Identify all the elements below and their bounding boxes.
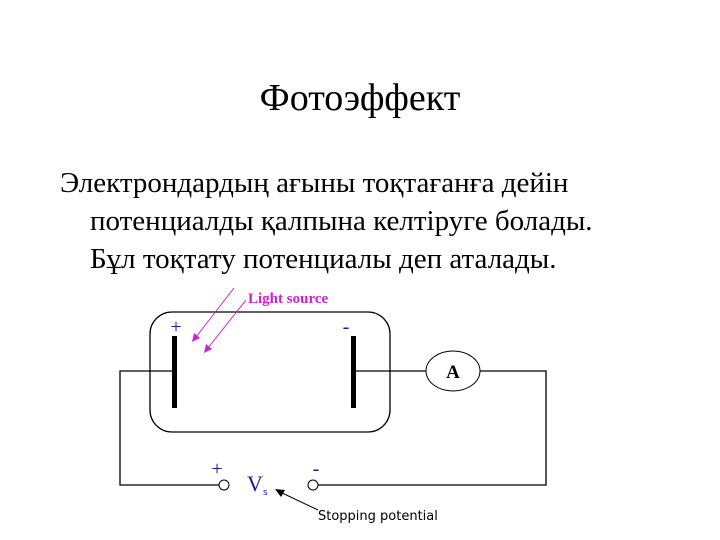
light-ray-2	[207, 299, 247, 349]
body-line-1: Электрондардың ағыны тоқтағанға дейін	[60, 167, 569, 199]
voltage-subscript: s	[263, 488, 268, 498]
positive-terminal-icon	[218, 479, 230, 491]
cathode-plate	[351, 336, 356, 408]
source-plus-sign: +	[211, 458, 222, 480]
light-source-label: Light source	[248, 291, 328, 307]
right-wire	[317, 370, 547, 486]
ammeter-label: A	[446, 362, 460, 383]
slide-body: Электрондардың ағыны тоқтағанға дейін по…	[60, 164, 700, 278]
left-wire	[119, 370, 220, 486]
stopping-potential-label: Stopping potential	[318, 509, 438, 524]
light-arrowhead-icon	[192, 333, 200, 342]
anode-plate	[172, 336, 177, 408]
body-line-2: потенциалды қалпына келтіруге болады.	[90, 205, 593, 237]
slide-title: Фотоэффект	[259, 77, 461, 119]
anode-plus-sign: +	[170, 316, 181, 338]
body-line-3: Бұл тоқтату потенциалы деп аталады.	[90, 243, 557, 275]
vacuum-tube	[149, 311, 391, 433]
ammeter-icon	[425, 350, 481, 392]
source-minus-sign: -	[313, 458, 320, 480]
light-ray-1	[195, 287, 235, 338]
negative-terminal-icon	[307, 479, 319, 491]
arrowhead-icon	[275, 489, 285, 497]
cathode-minus-sign: -	[343, 316, 350, 338]
voltage-symbol: V	[247, 471, 263, 496]
light-arrowhead-icon	[204, 344, 212, 353]
stopping-potential-pointer	[279, 491, 319, 511]
